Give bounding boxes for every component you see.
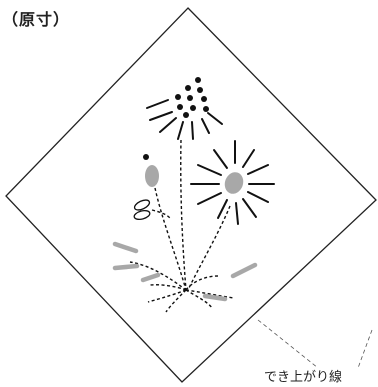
- bud-fill: [145, 165, 159, 187]
- seedhead-rays: [146, 99, 223, 140]
- finished-line-label: でき上がり線: [264, 370, 343, 385]
- finished-line-guide-left: [257, 319, 319, 369]
- leaf-loops: [133, 199, 151, 221]
- page-title: （原寸）: [2, 10, 71, 29]
- seedhead-dots: [143, 77, 209, 160]
- daisy-center: [224, 172, 244, 194]
- daisy-rays: [190, 140, 275, 225]
- stems: [151, 139, 231, 291]
- diamond-outline: [5, 7, 377, 383]
- grass-strokes: [112, 241, 258, 302]
- roots: [129, 261, 235, 313]
- finished-line-guide-right: [357, 329, 373, 369]
